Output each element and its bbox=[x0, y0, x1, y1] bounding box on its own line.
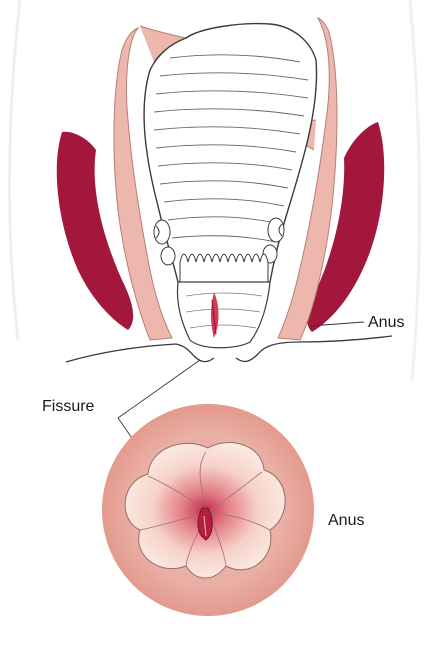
background-curve bbox=[9, 0, 20, 340]
label-fissure: Fissure bbox=[42, 398, 94, 416]
anal-columns bbox=[180, 254, 268, 284]
right-skin-contour bbox=[236, 336, 392, 361]
left-skin-contour bbox=[66, 344, 214, 362]
label-anus-bottom-view: Anus bbox=[328, 512, 364, 530]
label-anus-side-view: Anus bbox=[368, 314, 404, 332]
anal-canal bbox=[178, 282, 271, 348]
background-curve bbox=[410, 0, 420, 380]
rectum bbox=[144, 24, 316, 282]
